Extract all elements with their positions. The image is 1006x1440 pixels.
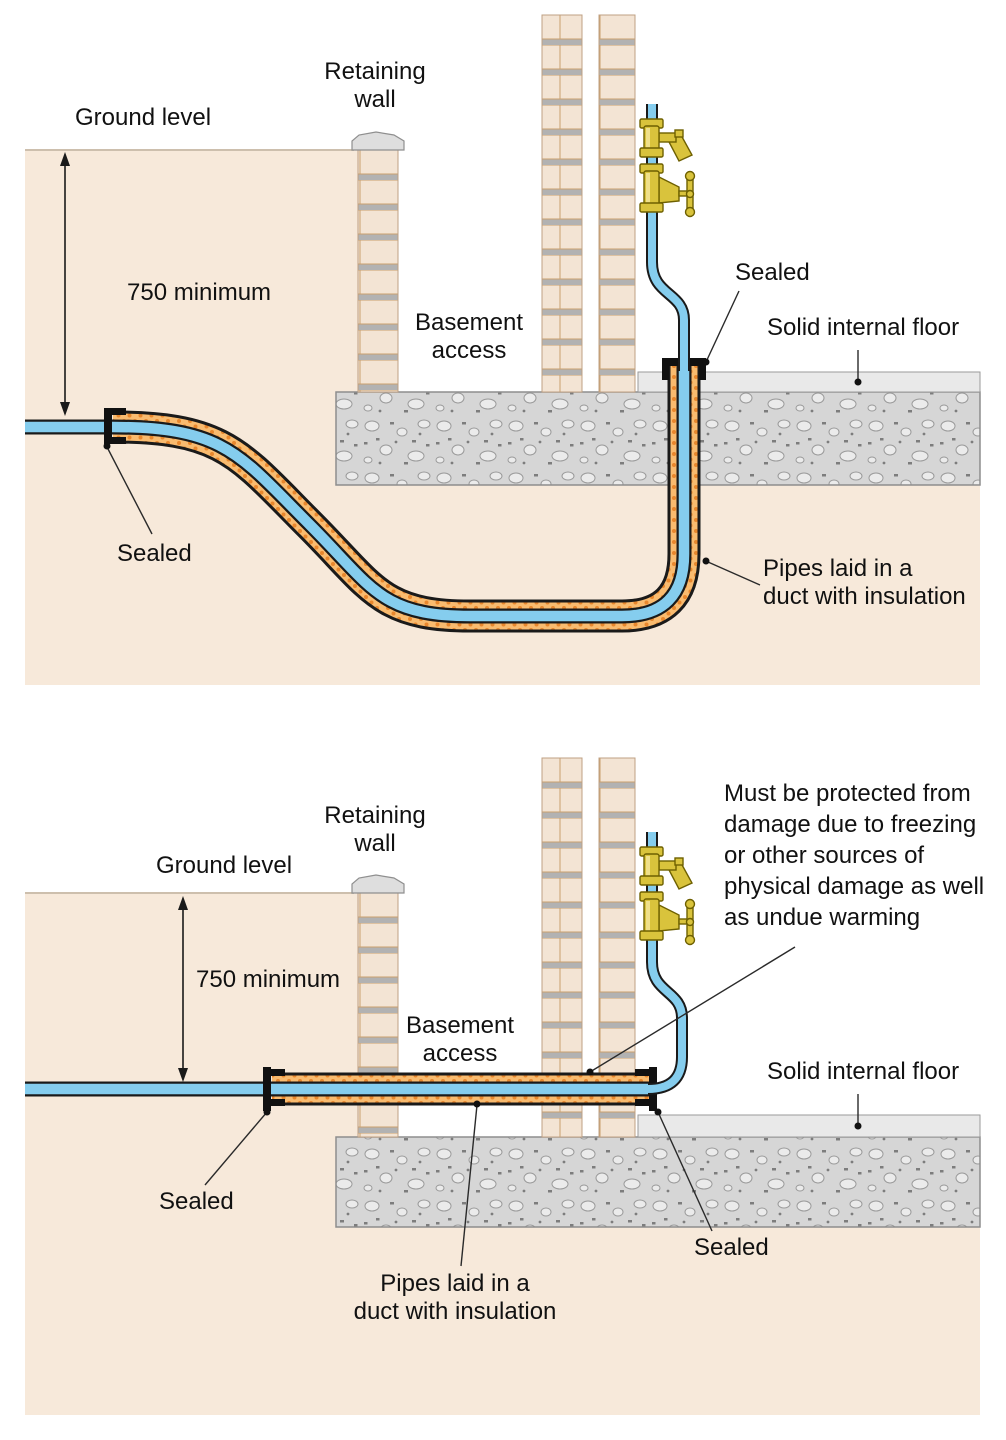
sealed-label-left: Sealed <box>159 1188 234 1215</box>
panel-through-duct <box>25 757 981 1415</box>
wall-cap <box>351 874 405 894</box>
duct-label: Pipes laid in a duct with insulation <box>763 555 966 610</box>
house-wall-inner <box>598 14 636 393</box>
floor-screed <box>637 1114 981 1138</box>
basement-access-label: Basement access <box>414 309 524 364</box>
valve-assembly <box>639 846 696 946</box>
water-pipe <box>25 366 692 624</box>
leader-solid-floor <box>854 1094 862 1130</box>
depth-arrow <box>60 152 70 416</box>
seal-bracket-left <box>263 1067 285 1111</box>
retaining-wall <box>357 149 399 393</box>
floor-screed <box>637 371 981 393</box>
riser-pipe <box>646 104 690 371</box>
leader-duct-label <box>702 557 761 586</box>
sealed-label-top: Sealed <box>735 259 810 286</box>
ground-level-label: Ground level <box>75 104 212 131</box>
leader-duct-label <box>460 1100 481 1267</box>
depth-arrow <box>178 896 188 1082</box>
solid-floor-label: Solid internal floor <box>767 1058 960 1085</box>
concrete-slab <box>335 391 981 486</box>
concrete-slab <box>335 1136 981 1228</box>
ground-level-label: Ground level <box>156 852 293 879</box>
panel-buried-duct <box>25 14 981 685</box>
depth-label: 750 minimum <box>127 279 272 306</box>
leader-sealed-top <box>702 290 740 366</box>
solid-floor-label: Solid internal floor <box>767 314 960 341</box>
leader-solid-floor <box>854 350 862 386</box>
duct-label: Pipes laid in a duct with insulation <box>353 1270 557 1325</box>
earth-top <box>25 150 980 685</box>
sealed-label-right: Sealed <box>694 1234 769 1261</box>
seal-bracket-duct-entry <box>104 408 126 444</box>
leader-sealed-left <box>103 442 153 535</box>
depth-label: 750 minimum <box>196 966 341 993</box>
basement-access-label: Basement access <box>405 1012 515 1067</box>
sealed-label-left: Sealed <box>117 540 192 567</box>
riser-pipe <box>646 832 688 1095</box>
wall-cap <box>351 131 405 151</box>
retaining-wall-label: Retaining wall <box>324 58 426 113</box>
protection-note: Must be protected from damage due to fre… <box>724 780 985 931</box>
retaining-wall-label: Retaining wall <box>324 802 426 857</box>
valve-assembly <box>639 118 696 218</box>
leader-sealed-right <box>654 1108 713 1232</box>
leader-sealed-left <box>204 1108 271 1186</box>
earth-bottom <box>25 893 980 1415</box>
house-wall-outer <box>541 14 583 393</box>
leader-protect-note <box>586 946 796 1076</box>
